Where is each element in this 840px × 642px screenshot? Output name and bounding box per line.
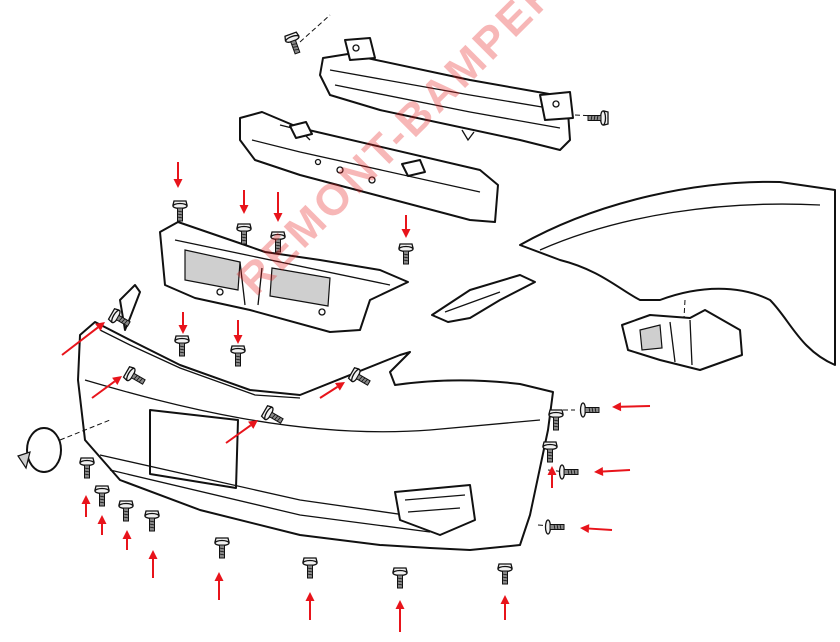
screw-icon [544, 519, 565, 535]
screw-icon [144, 510, 160, 532]
arrow-group [61, 162, 651, 632]
screw-icon [392, 567, 408, 589]
red-arrow-icon [580, 524, 613, 534]
red-arrow-icon [594, 467, 631, 476]
red-arrow-icon [91, 376, 122, 399]
screw-icon [542, 441, 558, 463]
screw-icon [302, 557, 318, 579]
lower-bracket [159, 221, 409, 333]
screw-icon [548, 409, 564, 431]
red-arrow-icon [173, 162, 183, 188]
screw-icon [398, 243, 414, 265]
guide-line [299, 14, 331, 43]
red-arrow-icon [225, 420, 258, 444]
tow-hook-cover [17, 427, 62, 473]
red-arrow-icon [395, 600, 405, 632]
guide-line [59, 419, 111, 441]
screw-icon [94, 485, 110, 507]
screw-icon [270, 231, 286, 253]
screw-icon [118, 500, 134, 522]
screw-icon [579, 402, 600, 418]
red-arrow-icon [239, 190, 249, 214]
screw-icon [587, 110, 609, 126]
red-arrow-icon [273, 192, 283, 222]
red-arrow-icon [97, 515, 107, 535]
red-arrow-icon [547, 466, 557, 488]
red-arrow-icon [500, 595, 510, 620]
bumper-cover [77, 284, 554, 551]
side-bracket [431, 274, 536, 323]
screw-icon [558, 464, 579, 480]
red-arrow-icon [401, 215, 411, 238]
reinforcement-beam [319, 37, 574, 151]
screw-icon [230, 345, 246, 367]
screw-icon [214, 537, 230, 559]
red-arrow-icon [305, 592, 315, 620]
screw-icon [174, 335, 190, 357]
guide-line [683, 299, 686, 319]
red-arrow-icon [233, 320, 243, 344]
red-arrow-icon [81, 495, 91, 517]
fender-bracket [621, 309, 743, 371]
red-arrow-icon [612, 402, 651, 412]
red-arrow-icon [122, 530, 132, 550]
red-arrow-icon [319, 382, 345, 399]
screw-icon [497, 563, 513, 585]
energy-absorber [239, 111, 499, 223]
screw-icon [79, 457, 95, 479]
red-arrow-icon [148, 550, 158, 578]
screw-icon [283, 31, 305, 57]
red-arrow-icon [61, 322, 105, 356]
red-arrow-icon [214, 572, 224, 600]
screw-icon [172, 200, 188, 222]
red-arrow-icon [178, 312, 188, 334]
screw-icon [236, 223, 252, 245]
fender [519, 180, 836, 366]
